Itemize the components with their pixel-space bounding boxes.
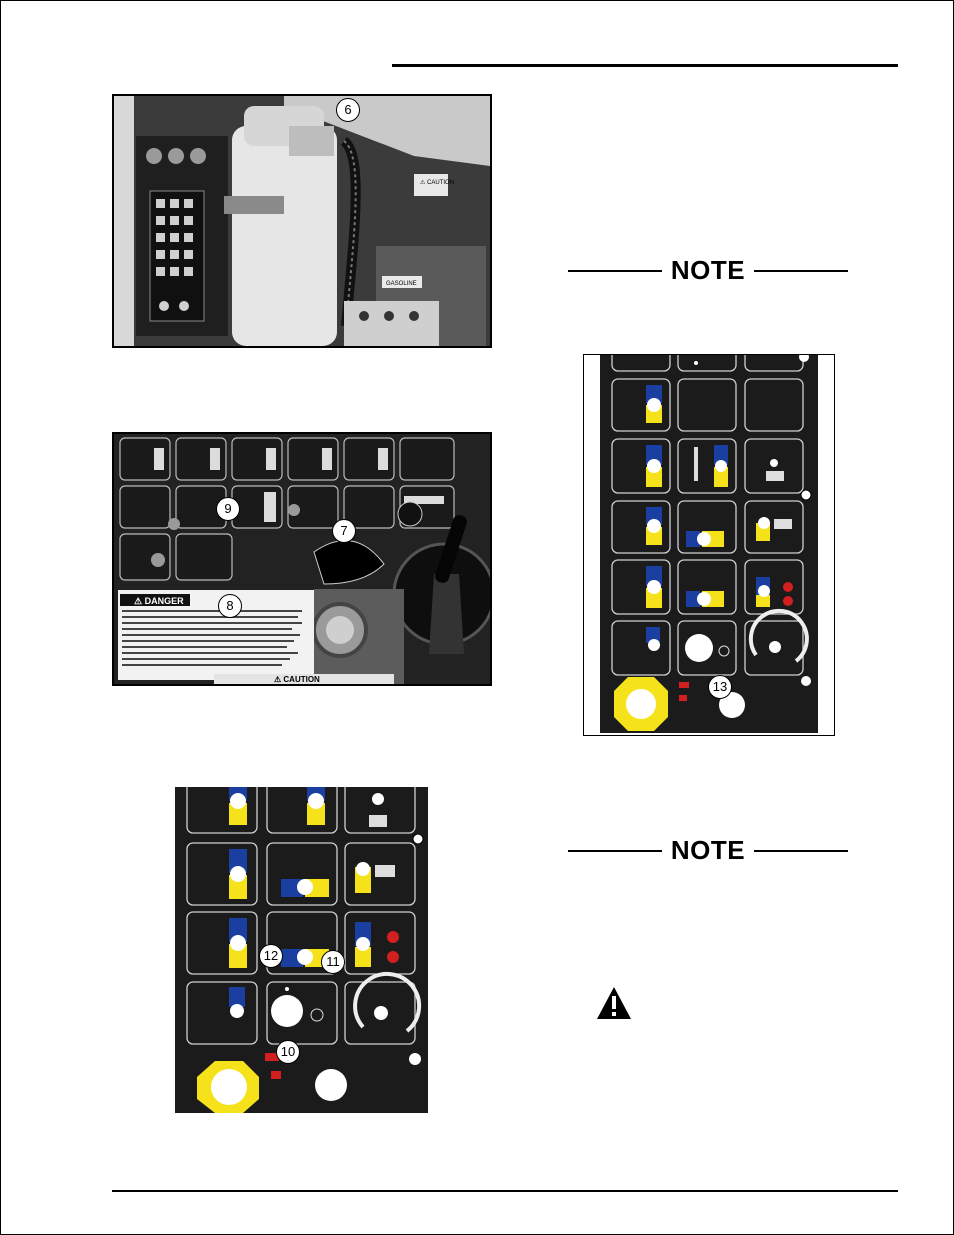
note-label-2: NOTE [670, 835, 746, 865]
callout-13: 13 [708, 675, 732, 699]
control-panel-diagram-right: 13 [583, 354, 835, 736]
note-heading-1: NOTE [568, 255, 848, 285]
callout-12: 12 [259, 944, 283, 968]
callout-8: 8 [218, 594, 242, 618]
gasoline-decal: GASOLINE [386, 281, 417, 287]
control-panel-photo: ⚠ DANGER ⚠ CAUTION 9 7 8 [112, 432, 492, 686]
caution-decal: ⚠ CAUTION [420, 179, 454, 186]
note-heading-2: NOTE [568, 835, 848, 865]
callout-7: 7 [332, 519, 356, 543]
footer-rule [112, 1190, 898, 1192]
caution-decal-2: ⚠ CAUTION [274, 675, 320, 684]
callout-9: 9 [216, 497, 240, 521]
tank-compartment-photo: ⚠ CAUTION GASOLINE 6 [112, 94, 492, 348]
danger-decal: ⚠ DANGER [134, 596, 184, 606]
control-panel-diagram-left: 12 11 10 [175, 787, 428, 1113]
warning-triangle-icon [597, 987, 631, 1019]
callout-11: 11 [321, 950, 345, 974]
note-label-1: NOTE [670, 255, 746, 285]
callout-10: 10 [276, 1040, 300, 1064]
header-rule [392, 64, 898, 67]
callout-6: 6 [336, 98, 360, 122]
